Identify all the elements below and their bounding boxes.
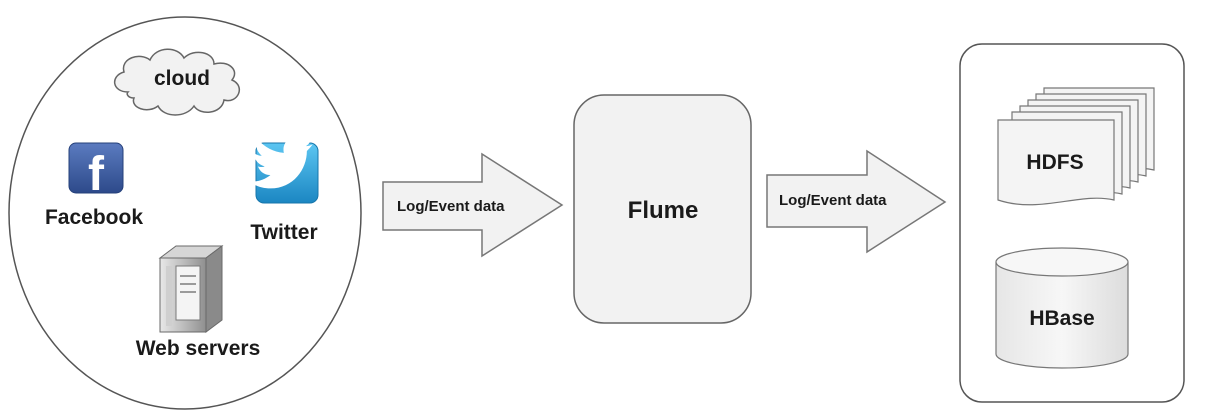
server-icon bbox=[158, 245, 224, 333]
hbase-label: HBase bbox=[1029, 307, 1094, 330]
hdfs-documents-icon bbox=[997, 87, 1155, 206]
left-arrow: Log/Event data bbox=[382, 152, 564, 258]
facebook-glyph: f bbox=[88, 148, 105, 201]
flume-box: Flume bbox=[573, 94, 752, 324]
right-arrow-label: Log/Event data bbox=[779, 192, 887, 209]
hdfs-label: HDFS bbox=[1026, 151, 1083, 174]
hbase-cylinder-icon bbox=[995, 247, 1129, 369]
storage-box: HDFS HBase bbox=[959, 43, 1185, 403]
facebook-label: Facebook bbox=[45, 206, 143, 229]
facebook-icon: f bbox=[68, 142, 124, 201]
sources-group: cloud f Facebook Twitter Web servers bbox=[8, 16, 362, 410]
webservers-label: Web servers bbox=[136, 337, 261, 360]
cloud-icon bbox=[114, 48, 241, 116]
left-arrow-label: Log/Event data bbox=[397, 198, 505, 215]
sources-ellipse bbox=[8, 16, 362, 410]
flume-label: Flume bbox=[628, 197, 699, 224]
twitter-label: Twitter bbox=[250, 221, 317, 244]
right-arrow: Log/Event data bbox=[766, 149, 947, 254]
twitter-bird-icon bbox=[248, 137, 313, 189]
cloud-label: cloud bbox=[154, 67, 210, 90]
twitter-icon bbox=[248, 137, 319, 204]
